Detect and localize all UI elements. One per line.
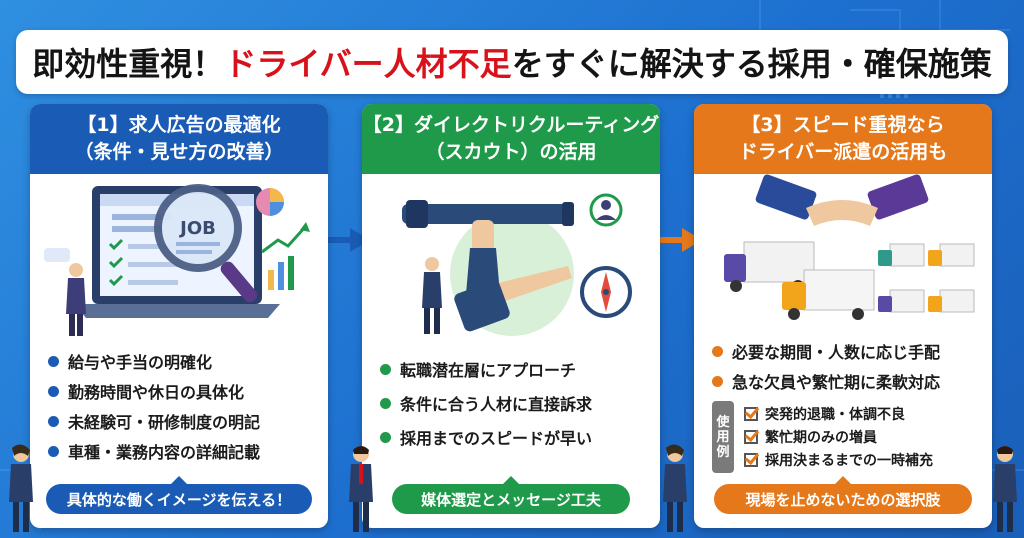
card-heading-line2: （条件・見せ方の改善） [74,141,284,163]
card1-summary: 具体的な働くイメージを伝える！ [46,476,312,514]
title-part3: をすぐに解決する採用・確保施策 [511,45,992,83]
bullet-dot-icon [712,375,723,387]
job-ad-laptop-magnifier-illustration: JOB [44,184,310,336]
bullet-text: 転職潜在層にアプローチ [400,361,577,380]
card-heading-line1: 【1】求人広告の最適化 [77,114,281,136]
strategy-card-3: 【3】スピード重視なら ドライバー派遣の活用も 必要な期間・人数に応じ手配 急な… [694,104,992,528]
businesswoman-figure-icon [9,444,33,532]
list-item: 急な欠員や繁忙期に柔軟対応 [712,368,988,394]
arrow-right-icon [308,228,370,252]
card3-bullet-list: 必要な期間・人数に応じ手配 急な欠員や繁忙期に柔軟対応 [712,338,988,398]
businessman-figure-icon [993,446,1017,532]
checkbox-checked-icon [744,407,758,421]
example-text: 突発的退職・体調不良 [765,407,905,423]
bullet-dot-icon [380,397,391,409]
example-text: 繁忙期のみの増員 [765,430,877,446]
bullet-text: 給与や手当の明確化 [68,353,213,372]
list-item: 条件に合う人材に直接訴求 [380,390,656,416]
tag-char: 例 [716,444,730,460]
list-item: 給与や手当の明確化 [48,348,324,374]
bullet-dot-icon [380,363,391,375]
telescope-pointing-hand-compass-illustration [402,193,632,336]
card-header: 【3】スピード重視なら ドライバー派遣の活用も [694,104,992,174]
card3-summary: 現場を止めないための選択肢 [714,476,972,514]
pill-notch [503,476,519,484]
example-item: 突発的退職・体調不良 [744,403,905,425]
bullet-text: 必要な期間・人数に応じ手配 [732,343,941,362]
job-label: JOB [178,218,216,239]
pill-notch [171,476,187,484]
bullet-dot-icon [712,345,723,357]
usage-examples: 使 用 例 突発的退職・体調不良 繁忙期のみの増員 採用決まるまでの一時補充 [712,401,974,473]
summary-text: 具体的な働くイメージを伝える！ [66,490,292,509]
card2-summary: 媒体選定とメッセージ工夫 [392,476,630,514]
bullet-text: 条件に合う人材に直接訴求 [400,395,593,414]
title-part1: 即効性重視！ [32,45,225,83]
example-item: 繁忙期のみの増員 [744,426,877,448]
card-heading-line2: （スカウト）の活用 [425,141,597,163]
bullet-dot-icon [380,431,391,443]
bullet-text: 急な欠員や繁忙期に柔軟対応 [732,373,941,392]
bullet-dot-icon [48,445,59,457]
bullet-dot-icon [48,385,59,397]
title-highlight: ドライバー人材不足 [224,45,512,83]
bullet-dot-icon [48,415,59,427]
tag-char: 使 [716,414,730,430]
strategy-card-1: 【1】求人広告の最適化 （条件・見せ方の改善） JOB [30,104,328,528]
list-item: 車種・業務内容の詳細記載 [48,438,324,464]
card-heading-line2: ドライバー派遣の活用も [738,141,948,163]
summary-text: 現場を止めないための選択肢 [745,490,941,509]
strategy-card-2: 【2】ダイレクトリクルーティング （スカウト）の活用 転職潜在層にアプローチ 条… [362,104,660,528]
example-text: 採用決まるまでの一時補充 [765,453,933,469]
bullet-dot-icon [48,355,59,367]
bullet-text: 採用までのスピードが早い [400,429,593,448]
card2-bullet-list: 転職潜在層にアプローチ 条件に合う人材に直接訴求 採用までのスピードが早い [380,356,656,458]
card-heading-line1: 【3】スピード重視なら [741,114,945,136]
businessman-figure-icon [349,446,373,532]
card-header: 【2】ダイレクトリクルーティング （スカウト）の活用 [362,104,660,174]
tag-char: 用 [716,429,730,445]
card-heading-line1: 【2】ダイレクトリクルーティング [362,114,660,136]
page-title: 即効性重視！ドライバー人材不足をすぐに解決する採用・確保施策 [16,30,1008,94]
list-item: 勤務時間や休日の具体化 [48,378,324,404]
example-item: 採用決まるまでの一時補充 [744,449,933,471]
checkbox-checked-icon [744,453,758,467]
bullet-text: 勤務時間や休日の具体化 [68,383,245,402]
checkbox-checked-icon [744,430,758,444]
bullet-text: 未経験可・研修制度の明記 [68,413,261,432]
card-header: 【1】求人広告の最適化 （条件・見せ方の改善） [30,104,328,174]
usage-example-tag: 使 用 例 [712,401,734,473]
list-item: 転職潜在層にアプローチ [380,356,656,382]
handshake-trucks-illustration [724,174,975,320]
summary-text: 媒体選定とメッセージ工夫 [421,490,601,509]
pill-notch [835,476,851,484]
list-item: 未経験可・研修制度の明記 [48,408,324,434]
list-item: 必要な期間・人数に応じ手配 [712,338,988,364]
card1-bullet-list: 給与や手当の明確化 勤務時間や休日の具体化 未経験可・研修制度の明記 車種・業務… [48,348,324,468]
list-item: 採用までのスピードが早い [380,424,656,450]
arrow-right-icon [640,228,702,252]
businesswoman-figure-icon [663,444,687,532]
bullet-text: 車種・業務内容の詳細記載 [68,443,261,462]
